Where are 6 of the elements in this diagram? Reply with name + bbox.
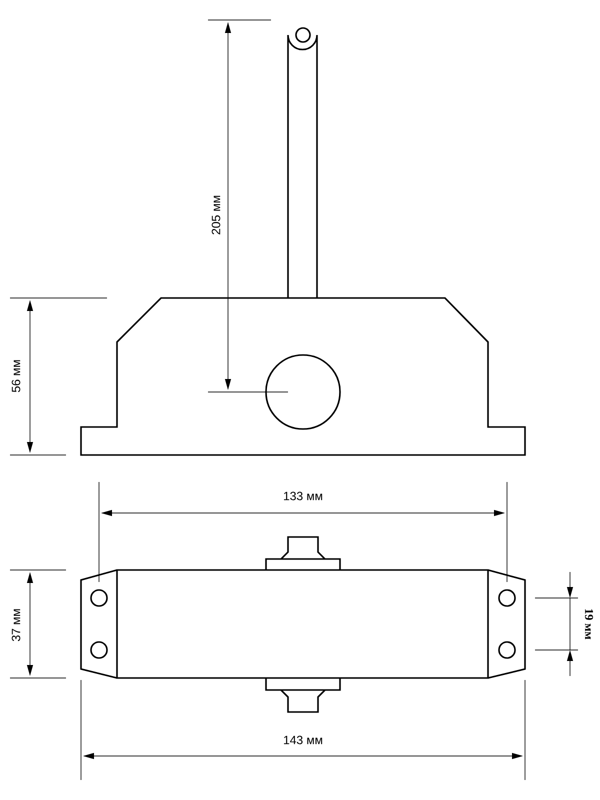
dimension-label: 143 мм (284, 736, 322, 744)
dimension-label: 56 мм (12, 360, 20, 392)
dimension-label: 19 мм (584, 609, 594, 640)
dimension-label: 133 мм (284, 492, 322, 500)
dimension-label: 205 мм (212, 196, 220, 234)
dimension-label: 37 мм (12, 609, 20, 642)
